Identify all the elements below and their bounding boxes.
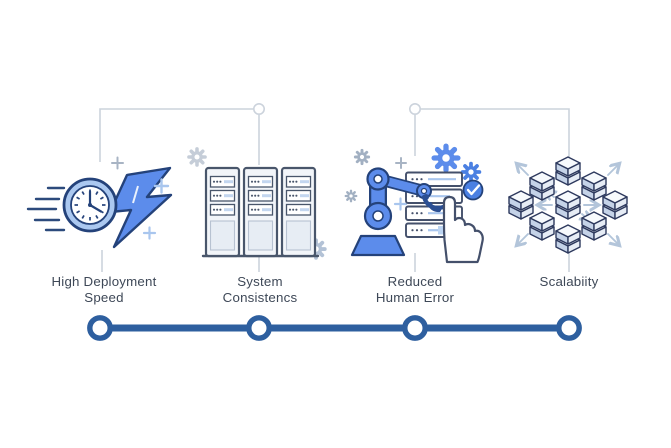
step-label-line: Speed: [84, 290, 124, 305]
timeline-node: [402, 315, 428, 341]
step-label-scalability: Scalabiity: [494, 274, 644, 290]
timeline-node: [556, 315, 582, 341]
clock-lightning-speed-icon: [26, 156, 173, 249]
cube-stack: [529, 171, 555, 201]
server-cabinet: [242, 166, 279, 258]
clock-hands: [88, 190, 103, 213]
timeline-node: [87, 315, 113, 341]
plus-decorations: [111, 156, 170, 240]
connector-brackets: [99, 103, 570, 272]
cube-stack: [602, 190, 628, 220]
server-racks-icon: [187, 147, 327, 260]
gear-icon: [434, 146, 458, 170]
server-cabinet: [280, 166, 317, 258]
server-cabinets: [204, 166, 317, 258]
step-label-line: System: [237, 274, 283, 289]
left-bracket-circle: [253, 103, 266, 116]
speed-lines: [26, 186, 66, 232]
gear-icon: [353, 148, 371, 166]
robot-base: [350, 234, 406, 257]
plus-decorations: [393, 157, 408, 211]
cube-stack: [555, 190, 581, 220]
clock-icon: [62, 177, 118, 233]
cube-stack: [555, 224, 581, 254]
right-bracket-line: [421, 108, 570, 158]
step-label-high-deployment-speed: High Deployment Speed: [29, 274, 179, 306]
cube-stack: [581, 171, 607, 201]
step-label-line: Reduced: [387, 274, 443, 289]
server-cabinet: [204, 166, 241, 258]
step-label-line: Scalabiity: [539, 274, 599, 289]
cube-stack: [529, 211, 555, 241]
cube-stack: [555, 156, 581, 186]
gear-icon: [344, 189, 358, 203]
right-bracket-circle: [408, 103, 421, 116]
timeline: [87, 315, 582, 341]
cube-stack: [581, 211, 607, 241]
step-label-line: Human Error: [375, 290, 455, 305]
pointing-hand-icon: [442, 195, 484, 264]
left-bracket-line: [99, 108, 253, 162]
step-label-system-consistencs: System Consistencs: [185, 274, 335, 306]
step-label-reduced-human-error: Reduced Human Error: [340, 274, 490, 306]
robot-arm-checklist-icon: [344, 146, 484, 264]
step-label-line: High Deployment: [51, 274, 157, 289]
gear-icon: [187, 147, 207, 167]
gear-icon: [460, 161, 482, 183]
distributed-cubes-icon: [508, 156, 628, 254]
check-circle-icon: [462, 179, 484, 201]
step-label-line: Consistencs: [222, 290, 298, 305]
cube-stack: [508, 190, 534, 220]
timeline-node: [246, 315, 272, 341]
